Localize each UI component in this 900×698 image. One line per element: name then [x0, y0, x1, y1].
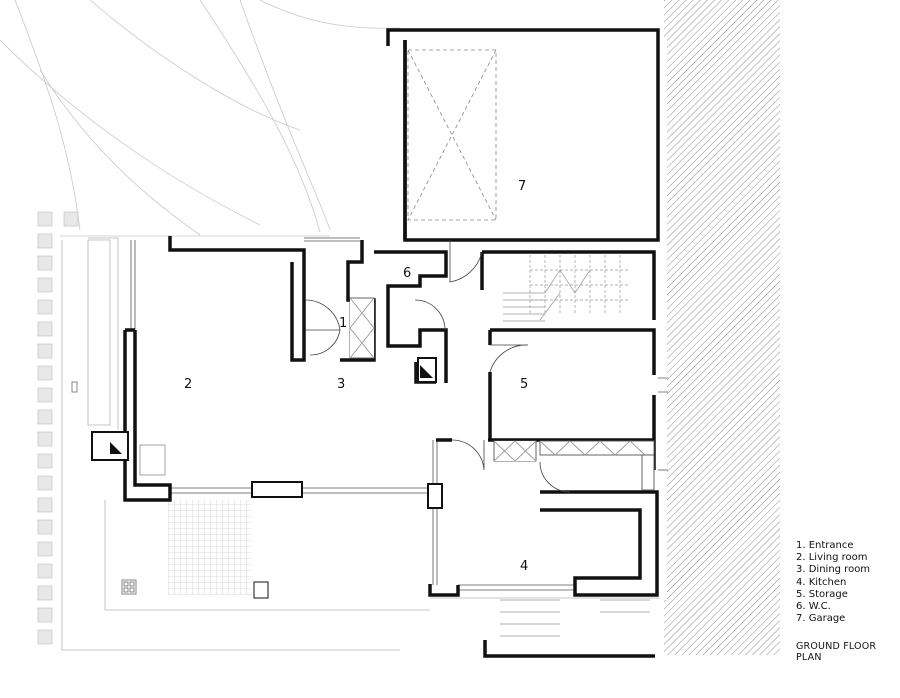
room-legend: 1. Entrance 2. Living room 3. Dining roo… [796, 540, 870, 625]
paving-stone [37, 321, 53, 337]
paving-stone [37, 497, 53, 513]
paving-stone [37, 563, 53, 579]
site-outline [61, 237, 660, 651]
room-label-dining-room: 3 [337, 377, 345, 392]
plan-title: GROUND FLOOR PLAN [796, 641, 877, 663]
paving-stone [37, 585, 53, 601]
paving-stone [37, 431, 53, 447]
legend-item-kitchen: 4. Kitchen [796, 576, 847, 588]
legend-item-storage: 5. Storage [796, 588, 848, 600]
room-label-garage: 7 [518, 179, 526, 194]
terrace-paving [168, 500, 252, 595]
room-label-wc: 6 [403, 266, 411, 281]
room-label-living-room: 2 [184, 377, 192, 392]
paving-stone [37, 233, 53, 249]
legend-item-wc: 6. W.C. [796, 601, 831, 613]
paving-stone [37, 255, 53, 271]
room-label-entrance: 1 [339, 316, 347, 331]
door-swings [304, 240, 571, 493]
staircase [500, 255, 650, 637]
paving-stone [37, 475, 53, 491]
paving-stones [37, 211, 79, 645]
paving-stone [37, 365, 53, 381]
paving-stone [37, 541, 53, 557]
walls [123, 28, 660, 658]
paving-stone [37, 211, 53, 227]
paving-stone [37, 277, 53, 293]
paving-stone [37, 629, 53, 645]
cabinets [121, 297, 655, 595]
paving-stone [37, 387, 53, 403]
paving-stone [63, 211, 79, 227]
wall-blocks [91, 357, 443, 599]
room-label-kitchen: 4 [520, 559, 528, 574]
paving-stone [37, 607, 53, 623]
paving-stone [37, 453, 53, 469]
paving-stone [37, 299, 53, 315]
garage-car-outline [407, 49, 497, 221]
legend-item-garage: 7. Garage [796, 613, 846, 625]
legend-item-entrance: 1. Entrance [796, 540, 854, 551]
fireplace-symbols [110, 365, 433, 454]
legend-item-living-room: 2. Living room [796, 552, 868, 564]
paving-stone [37, 519, 53, 535]
room-labels: 1 2 3 4 5 6 7 [184, 179, 528, 574]
paving-stone [37, 409, 53, 425]
room-label-storage: 5 [520, 377, 528, 392]
landscape-lines [0, 0, 401, 237]
site-hatching [664, 0, 780, 655]
fixture-marks [71, 381, 135, 593]
legend-item-dining-room: 3. Dining room [796, 564, 871, 576]
paving-stone [37, 343, 53, 359]
